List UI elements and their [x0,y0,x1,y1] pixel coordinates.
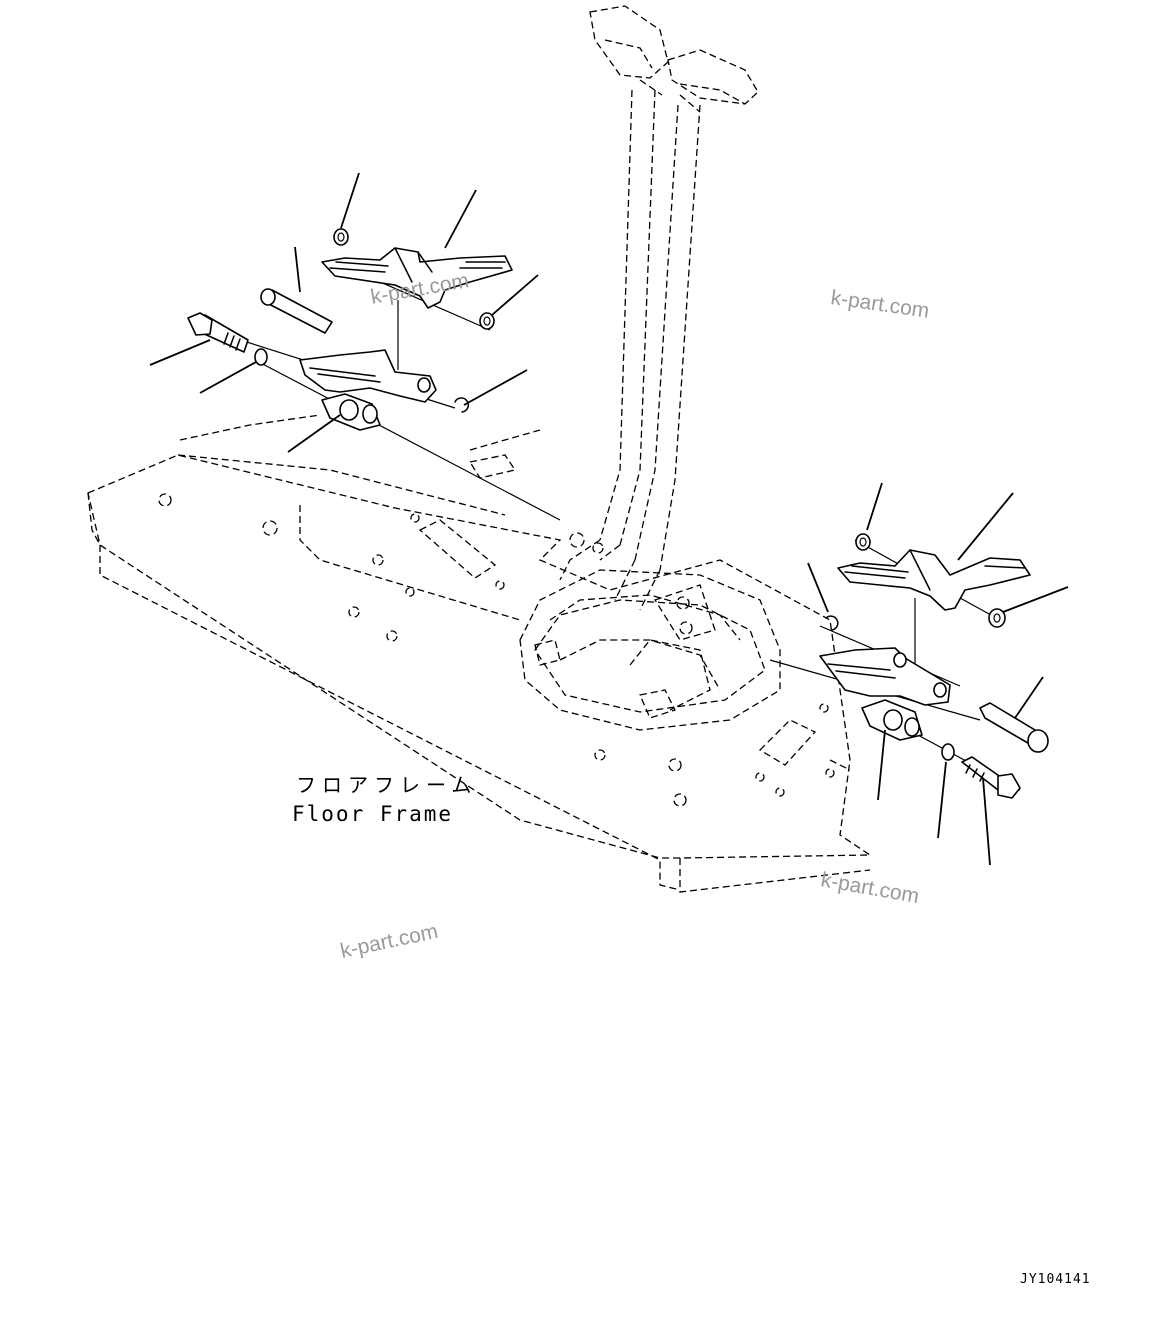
lever-base-console [519,569,781,731]
watermark: k-part.com [819,868,921,908]
right-snap-ring [825,615,839,631]
right-washer-1 [855,533,871,551]
right-pedal-top [837,549,1031,611]
right-washer-2 [988,608,1006,628]
left-snap-ring [454,397,470,413]
right-pedal-assembly [819,533,1049,799]
watermark: k-part.com [338,920,440,963]
left-washer-1 [333,228,349,246]
right-bolt [961,756,1021,799]
leader-lines [149,172,1069,866]
left-washer-2 [479,312,495,330]
right-pin [979,702,1049,753]
part-name-japanese: フロアフレーム [296,773,477,797]
right-washer-3 [941,743,955,761]
left-bolt [187,312,249,353]
left-washer-3 [254,348,268,366]
left-pedal-bracket [299,349,437,403]
floor-frame [87,414,873,893]
right-boss [861,699,923,741]
drawing-code: JY104141 [1020,1272,1091,1287]
left-pin [260,288,333,334]
right-pedal-bracket [819,647,951,706]
watermark: k-part.com [829,286,930,323]
part-name-english: Floor Frame [292,802,453,826]
left-pedal-assembly [187,228,513,431]
left-boss [321,393,381,431]
left-pedal-top [321,247,513,309]
travel-lever [559,5,759,611]
